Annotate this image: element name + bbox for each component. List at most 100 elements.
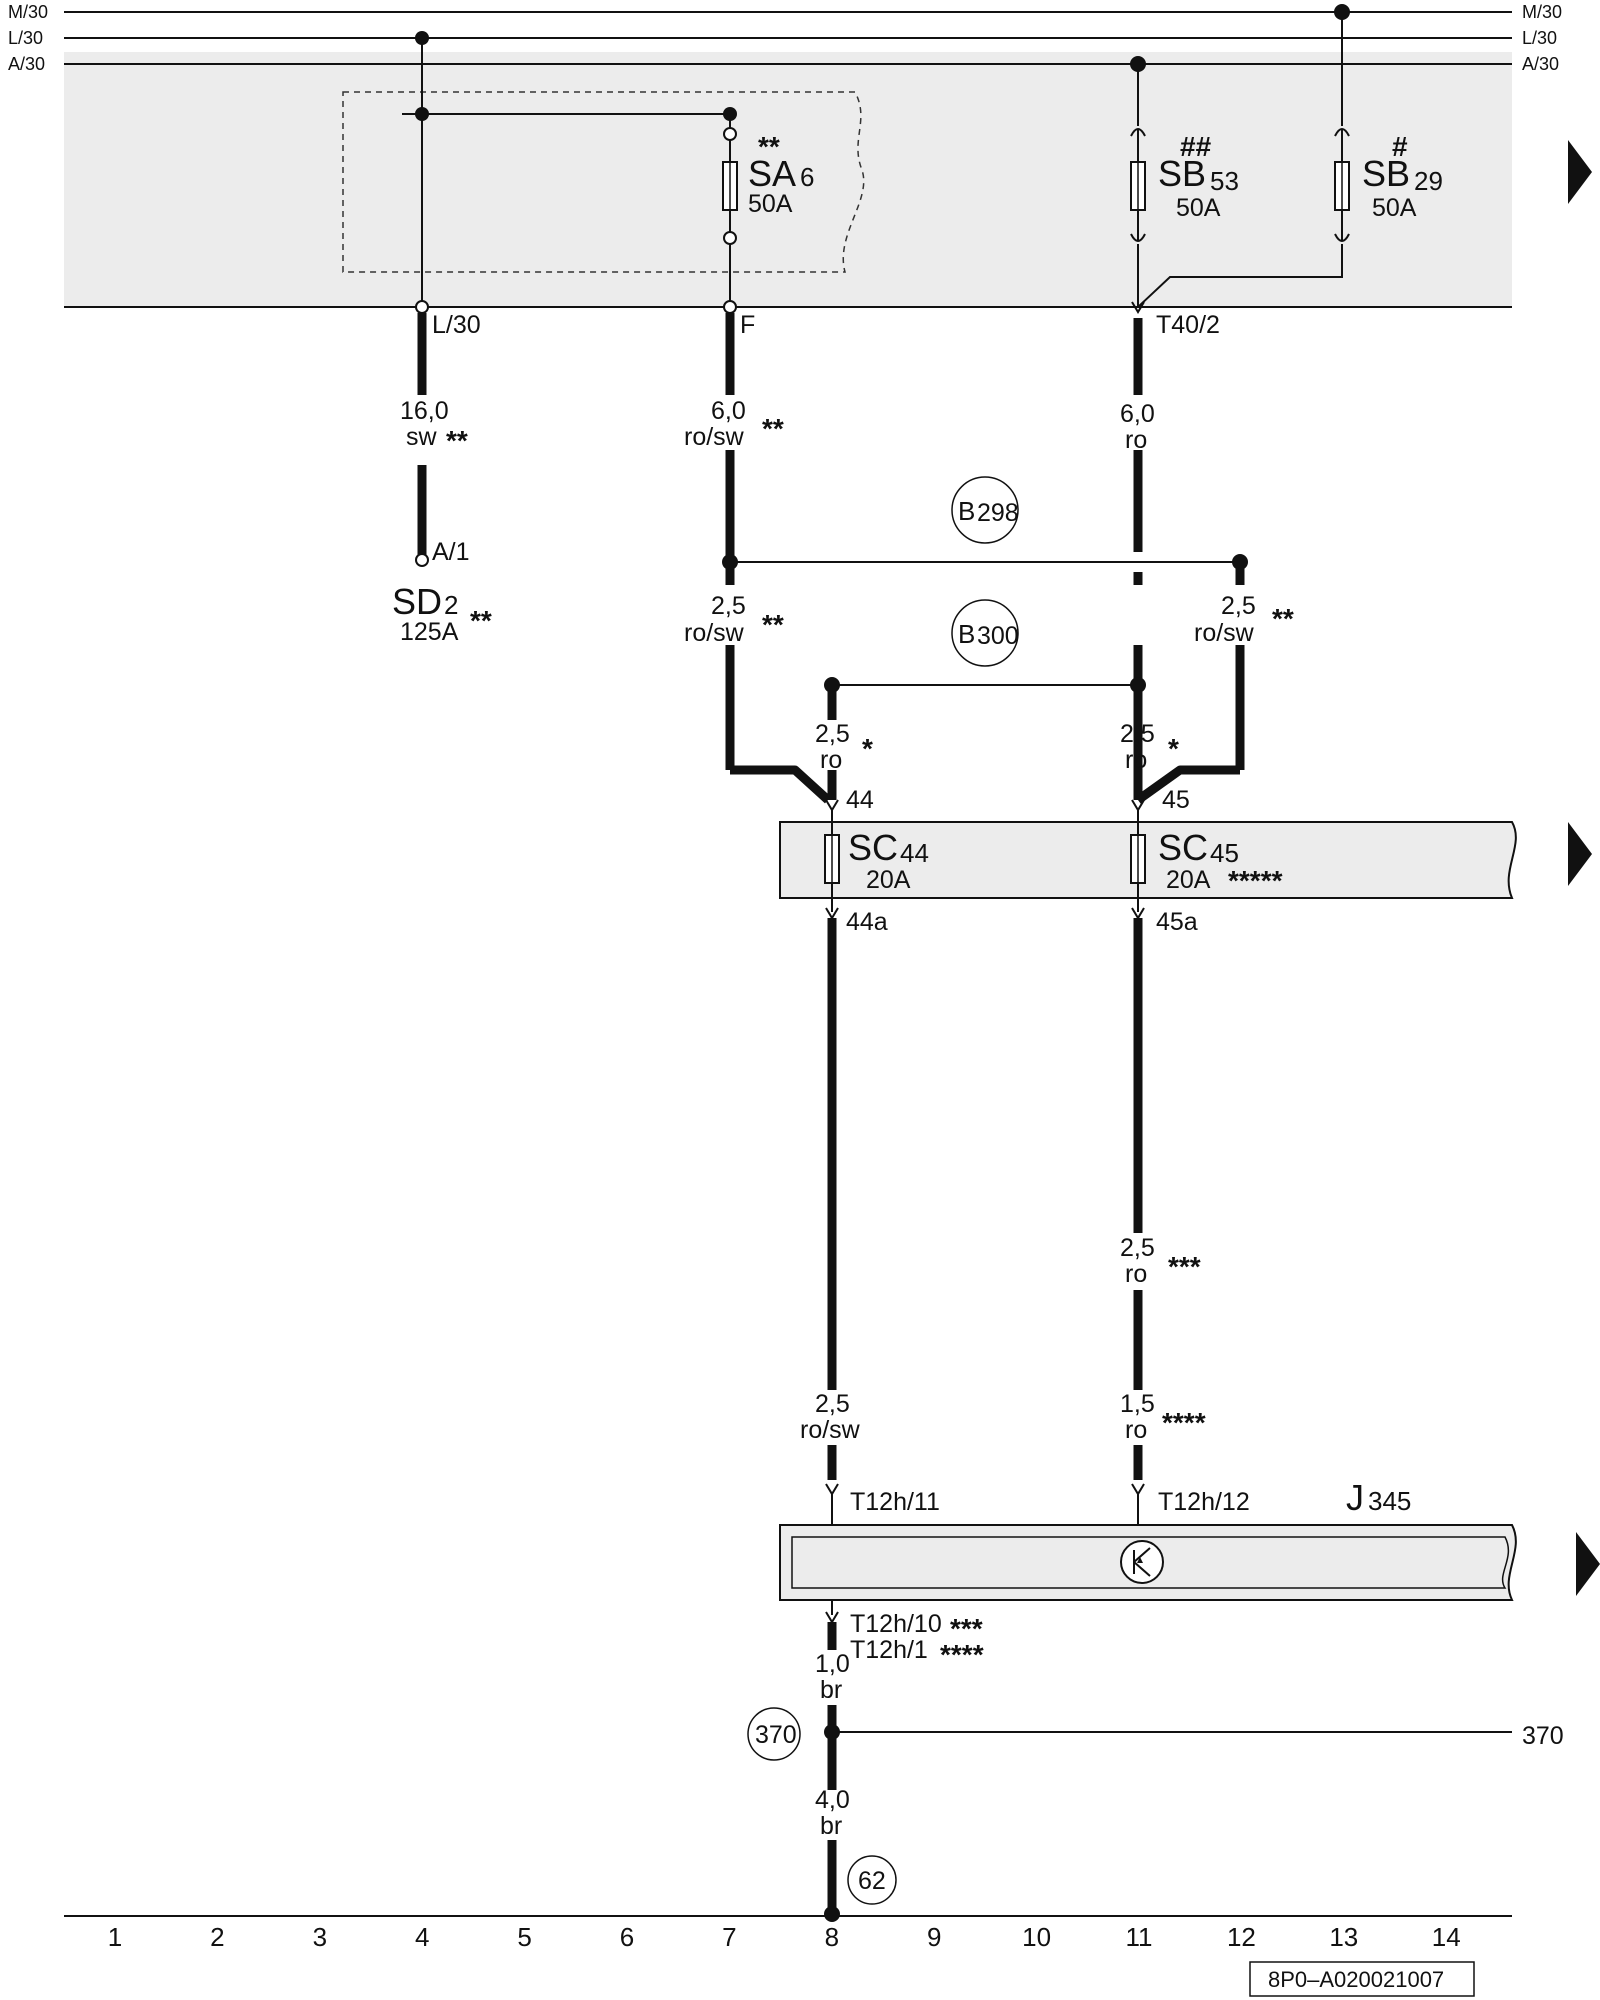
page-arrow-icon bbox=[1568, 140, 1592, 204]
fuse-sc45-number: 45 bbox=[1210, 838, 1239, 868]
scale-number: 4 bbox=[415, 1922, 429, 1952]
circuit-l30-feed bbox=[402, 31, 737, 567]
ground-370-badge bbox=[747, 1707, 801, 1761]
wire-note-label: ** bbox=[446, 425, 468, 456]
connector-b298-line bbox=[722, 476, 1248, 804]
scale-number: 14 bbox=[1432, 1922, 1461, 1952]
scale-number: 8 bbox=[825, 1922, 839, 1952]
page-arrow-icon bbox=[1568, 822, 1592, 886]
scale-number: 1 bbox=[108, 1922, 122, 1952]
fuse-sb53-code: SB bbox=[1158, 153, 1206, 194]
fuse-carrier-area bbox=[64, 52, 1512, 307]
wire-note-label: ** bbox=[1272, 603, 1294, 634]
pin-44a-label: 44a bbox=[846, 908, 888, 936]
wire-size-label: 1,5 bbox=[1120, 1390, 1155, 1418]
wire-note-label: * bbox=[862, 733, 873, 764]
fuse-sd-note: ** bbox=[470, 605, 492, 636]
drawing-code: 8P0–A020021007 bbox=[1268, 1967, 1444, 1992]
fuse-sd-rating: 125A bbox=[400, 618, 459, 646]
wire-color-label: sw bbox=[406, 423, 438, 451]
ground-path bbox=[747, 1600, 1512, 1922]
fuse-sb29-number: 29 bbox=[1414, 166, 1443, 196]
wire-color-label: br bbox=[820, 1676, 842, 1704]
fuse-sd-number: 2 bbox=[444, 590, 458, 620]
fuse-sa6-code: SA bbox=[748, 153, 796, 194]
wire-size-label: 4,0 bbox=[815, 1786, 850, 1814]
connector-b300-number: 300 bbox=[977, 622, 1019, 650]
fuse-sb29-note: # bbox=[1392, 131, 1408, 162]
fuse-sc45-note: ***** bbox=[1228, 865, 1283, 896]
wire-color-label: ro bbox=[1125, 746, 1147, 774]
wire-note-label: * bbox=[1168, 733, 1179, 764]
ground-370-label: 370 bbox=[755, 1721, 797, 1749]
wire-size-label: 6,0 bbox=[1120, 400, 1155, 428]
control-unit-j345 bbox=[779, 1524, 1517, 1601]
scale-number: 13 bbox=[1329, 1922, 1358, 1952]
scale-number: 3 bbox=[313, 1922, 327, 1952]
wire-note-label: ** bbox=[762, 609, 784, 640]
fuse-sb29-rating: 50A bbox=[1372, 194, 1417, 222]
fuse-sb53-rating: 50A bbox=[1176, 194, 1221, 222]
ground-370-ref-label: 370 bbox=[1522, 1722, 1564, 1750]
wire-color-label: ro bbox=[820, 746, 842, 774]
scale-number: 10 bbox=[1022, 1922, 1051, 1952]
ground-62-label: 62 bbox=[858, 1867, 886, 1895]
pin-f-label: F bbox=[740, 311, 755, 339]
wire-color-label: ro/sw bbox=[800, 1416, 861, 1444]
terminal-circle bbox=[723, 300, 737, 314]
wire-size-label: 6,0 bbox=[711, 397, 746, 425]
fuse-sc45-code: SC bbox=[1158, 827, 1208, 868]
wire-note-label: *** bbox=[1168, 1251, 1201, 1282]
pin-45a-label: 45a bbox=[1156, 908, 1198, 936]
wire-color-label: ro/sw bbox=[684, 423, 745, 451]
pin-t12h-10-note: *** bbox=[950, 1613, 983, 1644]
scale-number: 12 bbox=[1227, 1922, 1256, 1952]
fuse-sa6-number: 6 bbox=[800, 162, 814, 192]
rail-m30-label-right: M/30 bbox=[1522, 2, 1562, 22]
wire-color-label: ro bbox=[1125, 426, 1147, 454]
wire-note-label: **** bbox=[1162, 1407, 1206, 1438]
scale-number: 2 bbox=[210, 1922, 224, 1952]
junction-dot bbox=[824, 1906, 840, 1922]
junction-dot bbox=[415, 31, 429, 45]
pin-t40-2-label: T40/2 bbox=[1156, 311, 1220, 339]
wire-size-label: 2,5 bbox=[1120, 1234, 1155, 1262]
ground-62-badge bbox=[847, 1855, 897, 1905]
fuse-sc44-number: 44 bbox=[900, 838, 929, 868]
fuse-sa6-rating: 50A bbox=[748, 190, 793, 218]
pin-t12h-12-label: T12h/12 bbox=[1158, 1488, 1250, 1516]
pin-t12h-1-note: **** bbox=[940, 1639, 984, 1670]
terminal-circle bbox=[415, 300, 429, 314]
wire-size-label: 2,5 bbox=[1221, 592, 1256, 620]
wire-size-label: 2,5 bbox=[815, 1390, 850, 1418]
fuse-sc44-rating: 20A bbox=[866, 866, 911, 894]
connector-b300-badge bbox=[951, 599, 1019, 667]
pin-t12h-1-label: T12h/1 bbox=[850, 1636, 928, 1664]
connector-b298-number: 298 bbox=[977, 499, 1019, 527]
fuse-holder-sa-outline bbox=[342, 91, 865, 273]
fuse-sa6-note: ** bbox=[758, 131, 780, 162]
pin-a1-label: A/1 bbox=[432, 538, 470, 566]
wire-color-label: ro bbox=[1125, 1260, 1147, 1288]
scale-number: 11 bbox=[1126, 1922, 1153, 1952]
circuit-sb29 bbox=[1137, 4, 1350, 308]
rail-m30-label-left: M/30 bbox=[8, 2, 48, 22]
scale-number: 7 bbox=[722, 1922, 736, 1952]
junction-dot bbox=[722, 554, 738, 570]
connector-b298-letter: B bbox=[958, 496, 975, 526]
rail-a30-label-right: A/30 bbox=[1522, 54, 1559, 74]
scale-number: 9 bbox=[927, 1922, 941, 1952]
fuse-sb29-code: SB bbox=[1362, 153, 1410, 194]
wire-color-label: br bbox=[820, 1812, 842, 1840]
fuse-sb53-number: 53 bbox=[1210, 166, 1239, 196]
wire-color-label: ro bbox=[1125, 1416, 1147, 1444]
circuit-sb53 bbox=[1130, 56, 1146, 800]
fuse-sb53-note: ## bbox=[1180, 131, 1212, 162]
rail-a30-label-left: A/30 bbox=[8, 54, 45, 74]
power-rails: M/30 L/30 A/30 M/30 L/30 A/30 bbox=[8, 2, 1562, 74]
fuse-carrier-sc bbox=[779, 799, 1517, 920]
circuit-lower-wires bbox=[825, 918, 1145, 1540]
connector-b300-line bbox=[824, 599, 1146, 800]
